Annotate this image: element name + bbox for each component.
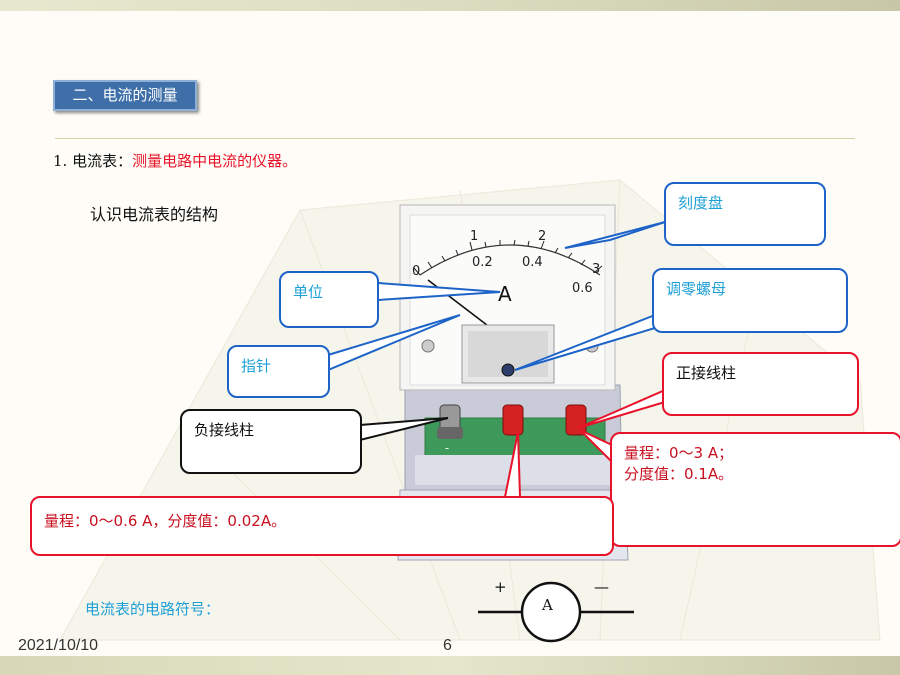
- divider: [55, 138, 855, 139]
- callout-pointer: 指针: [227, 345, 330, 398]
- callout-dial-text: 刻度盘: [678, 194, 724, 212]
- scale-top-3: 3: [592, 262, 600, 277]
- scale-bottom-02: 0.2: [472, 255, 493, 270]
- footer-date: 2021/10/10: [18, 637, 99, 654]
- bottom-decor-bar: [0, 656, 900, 675]
- symbol-label: 电流表的电路符号：: [85, 600, 221, 618]
- zero-adjust-screw: [501, 363, 515, 377]
- range-3a-line1: 量程：0～3 A；: [624, 444, 734, 462]
- structure-subtitle: 认识电流表的结构: [90, 205, 219, 224]
- terminal-minus-sign: -: [445, 441, 449, 455]
- unit-letter: A: [498, 282, 512, 306]
- range-3a-line2: 分度值：0.1A。: [624, 465, 734, 483]
- callout-unit: 单位: [279, 271, 379, 328]
- definition-highlight: 测量电路中电流的仪器。: [132, 152, 298, 170]
- scale-top-2: 2: [538, 229, 546, 244]
- callout-positive-terminal-text: 正接线柱: [676, 364, 737, 382]
- footer-page-number: 6: [443, 637, 452, 654]
- symbol-minus: —: [594, 578, 609, 596]
- scale-top-0: 0: [412, 264, 420, 279]
- callout-range-06a: 量程：0～0.6 A，分度值：0.02A。: [30, 496, 614, 556]
- callout-range-3a: 量程：0～3 A； 分度值：0.1A。: [610, 432, 900, 547]
- callout-negative-terminal-text: 负接线柱: [194, 421, 255, 439]
- callout-unit-text: 单位: [293, 283, 324, 301]
- symbol-plus: +: [494, 578, 507, 596]
- range-06a-text: 量程：0～0.6 A，分度值：0.02A。: [44, 512, 287, 530]
- section-title: 二、电流的测量: [53, 80, 197, 111]
- positive-terminal-06a: [502, 404, 524, 436]
- definition-prefix: 1. 电流表：: [53, 152, 133, 170]
- definition-line: 1. 电流表：测量电路中电流的仪器。: [53, 150, 297, 171]
- callout-positive-terminal: 正接线柱: [662, 352, 859, 416]
- callout-zero-adjust-text: 调零螺母: [666, 280, 727, 298]
- top-decor-bar: [0, 0, 900, 11]
- scale-top-1: 1: [470, 229, 478, 244]
- callout-zero-adjust: 调零螺母: [652, 268, 848, 333]
- callout-dial: 刻度盘: [664, 182, 826, 246]
- scale-bottom-06: 0.6: [572, 281, 593, 296]
- callout-negative-terminal: 负接线柱: [180, 409, 362, 474]
- callout-pointer-text: 指针: [241, 357, 272, 375]
- symbol-letter: A: [541, 596, 553, 614]
- ammeter-symbol: A + —: [478, 578, 634, 643]
- scale-bottom-04: 0.4: [522, 255, 543, 270]
